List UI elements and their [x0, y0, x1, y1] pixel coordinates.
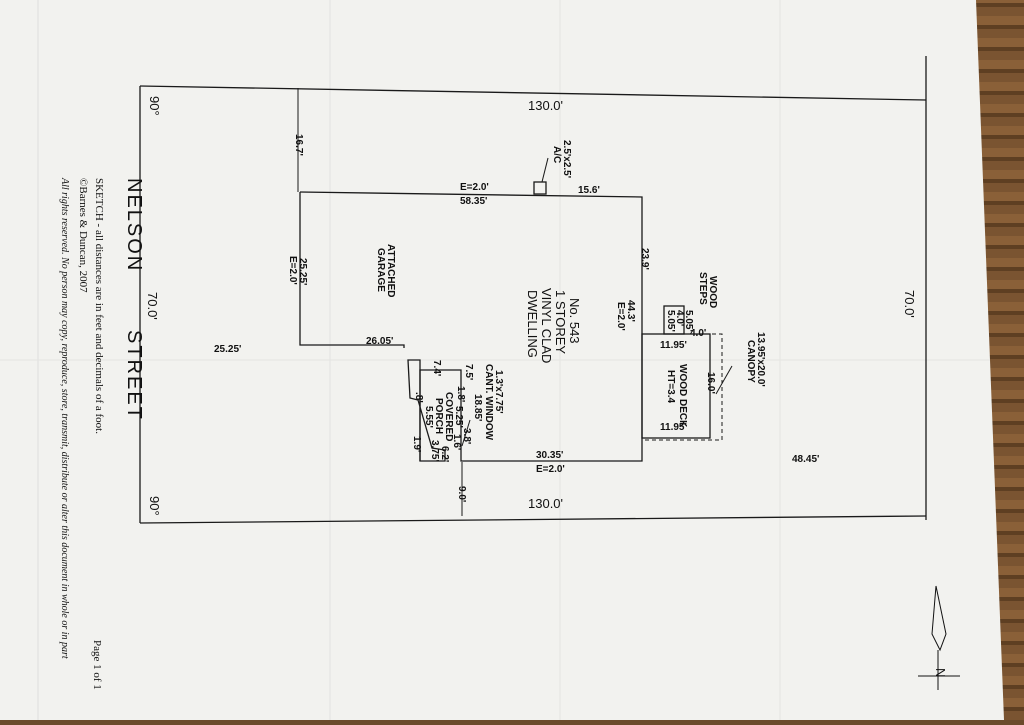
lot-left-width: 70.0' — [145, 292, 160, 320]
garage-label-line2: GARAGE — [375, 248, 386, 292]
copyright-note: ©Barnes & Duncan, 2007 — [77, 178, 89, 293]
dwelling-bottom-encroach: E=2.0' — [536, 464, 565, 475]
lot-angle-bottom-left: 90° — [147, 496, 162, 516]
steps-dim: 5.05' — [665, 310, 676, 332]
garage-depth: 25.25' — [297, 258, 308, 285]
steps-dim: 4.0' — [674, 310, 685, 326]
porch-label-line2: PORCH — [433, 398, 444, 434]
dwelling-label-line1: No. 543 — [567, 298, 582, 344]
lot-angle-top-left: 90° — [147, 96, 162, 116]
garage-front-width: 26.05' — [366, 336, 393, 347]
steps-dim: 5.05' — [683, 310, 694, 332]
garage-label-line1: ATTACHED — [385, 244, 396, 298]
porch-dim: 5.25' — [453, 406, 464, 428]
steps-label-line2: STEPS — [697, 272, 708, 305]
porch-dim: 5.55' — [423, 406, 434, 428]
front-setback: 25.25' — [214, 344, 241, 355]
deck-label-line2: HT=3.4 — [665, 370, 676, 404]
porch-label-line1: COVERED — [443, 392, 454, 441]
dwelling-bottom-length: 30.35' — [536, 450, 563, 461]
window-label-line1: 1.3'x7.75' — [493, 370, 504, 414]
rights-note: All rights reserved. No person may copy,… — [59, 177, 70, 659]
canopy-label-line1: 13.95'x20.0' — [755, 332, 766, 387]
porch-dim: 6.2' — [439, 446, 450, 462]
dwelling-right-upper: 23.9' — [639, 248, 650, 270]
north-arrow-icon — [918, 585, 960, 690]
dwelling-outline — [299, 191, 643, 462]
steps-label-line1: WOOD — [707, 276, 718, 308]
dwelling-top-right-segment: 15.6' — [578, 185, 600, 196]
garage-depth-encroach: E=2.0' — [287, 256, 298, 285]
street-name-word1: NELSON — [123, 178, 145, 272]
dwelling-label-line2: 1 STOREY — [553, 290, 568, 354]
ac-label-line2: A/C — [551, 146, 562, 163]
porch-dim: 1.6' — [451, 434, 462, 450]
lot-right-width: 70.0' — [902, 290, 917, 318]
ac-leader — [541, 157, 549, 183]
lot-top-length: 130.0' — [528, 98, 563, 113]
ac-unit — [533, 181, 547, 195]
ac-label-line1: 2.5'x2.5' — [561, 140, 572, 178]
dwelling-top-encroach: E=2.0' — [460, 182, 489, 193]
sketch-note: SKETCH - all distances are in feet and d… — [93, 178, 105, 434]
lot-boundary — [139, 56, 927, 524]
dwelling-right-total: 44.3' — [625, 300, 636, 322]
porch-dim: 1.8' — [455, 386, 466, 402]
dwelling-label-line4: DWELLING — [525, 290, 540, 358]
dwelling-label-line3: VINYL CLAD — [539, 288, 554, 363]
porch-dim: 1.9' — [411, 436, 422, 452]
canopy-outline — [642, 333, 723, 441]
dwelling-top-length: 58.35' — [460, 196, 487, 207]
window-width: 18.85' — [472, 394, 483, 421]
rear-setback: 48.45' — [792, 454, 819, 465]
porch-dim: 3.8' — [461, 428, 472, 444]
lot-bottom-length: 130.0' — [528, 496, 563, 511]
canopy-leader — [715, 365, 733, 395]
porch-dim: 3.75' — [429, 440, 440, 462]
north-label: N — [933, 668, 948, 677]
window-label-line2: CANT. WINDOW — [483, 364, 494, 441]
deck-label-line1: WOOD DECK — [677, 364, 688, 428]
steps-dim: 4.0' — [690, 328, 706, 339]
page-number: Page 1 of 1 — [91, 640, 103, 690]
wood-steps — [663, 305, 685, 335]
canopy-label-line2: CANOPY — [745, 340, 756, 383]
deck-width-top: 11.95' — [660, 340, 687, 351]
window-leader — [461, 419, 471, 447]
deck-width-bottom: 11.95' — [660, 422, 687, 433]
porch-dim: 7.4' — [431, 360, 442, 376]
dwelling-right-encroach: E=2.0' — [615, 302, 626, 331]
street-name-word2: STREET — [123, 330, 145, 421]
porch-dim: 7.5' — [463, 364, 474, 380]
deck-length: 16.0' — [705, 372, 716, 394]
porch-dim: .8' — [413, 392, 424, 403]
